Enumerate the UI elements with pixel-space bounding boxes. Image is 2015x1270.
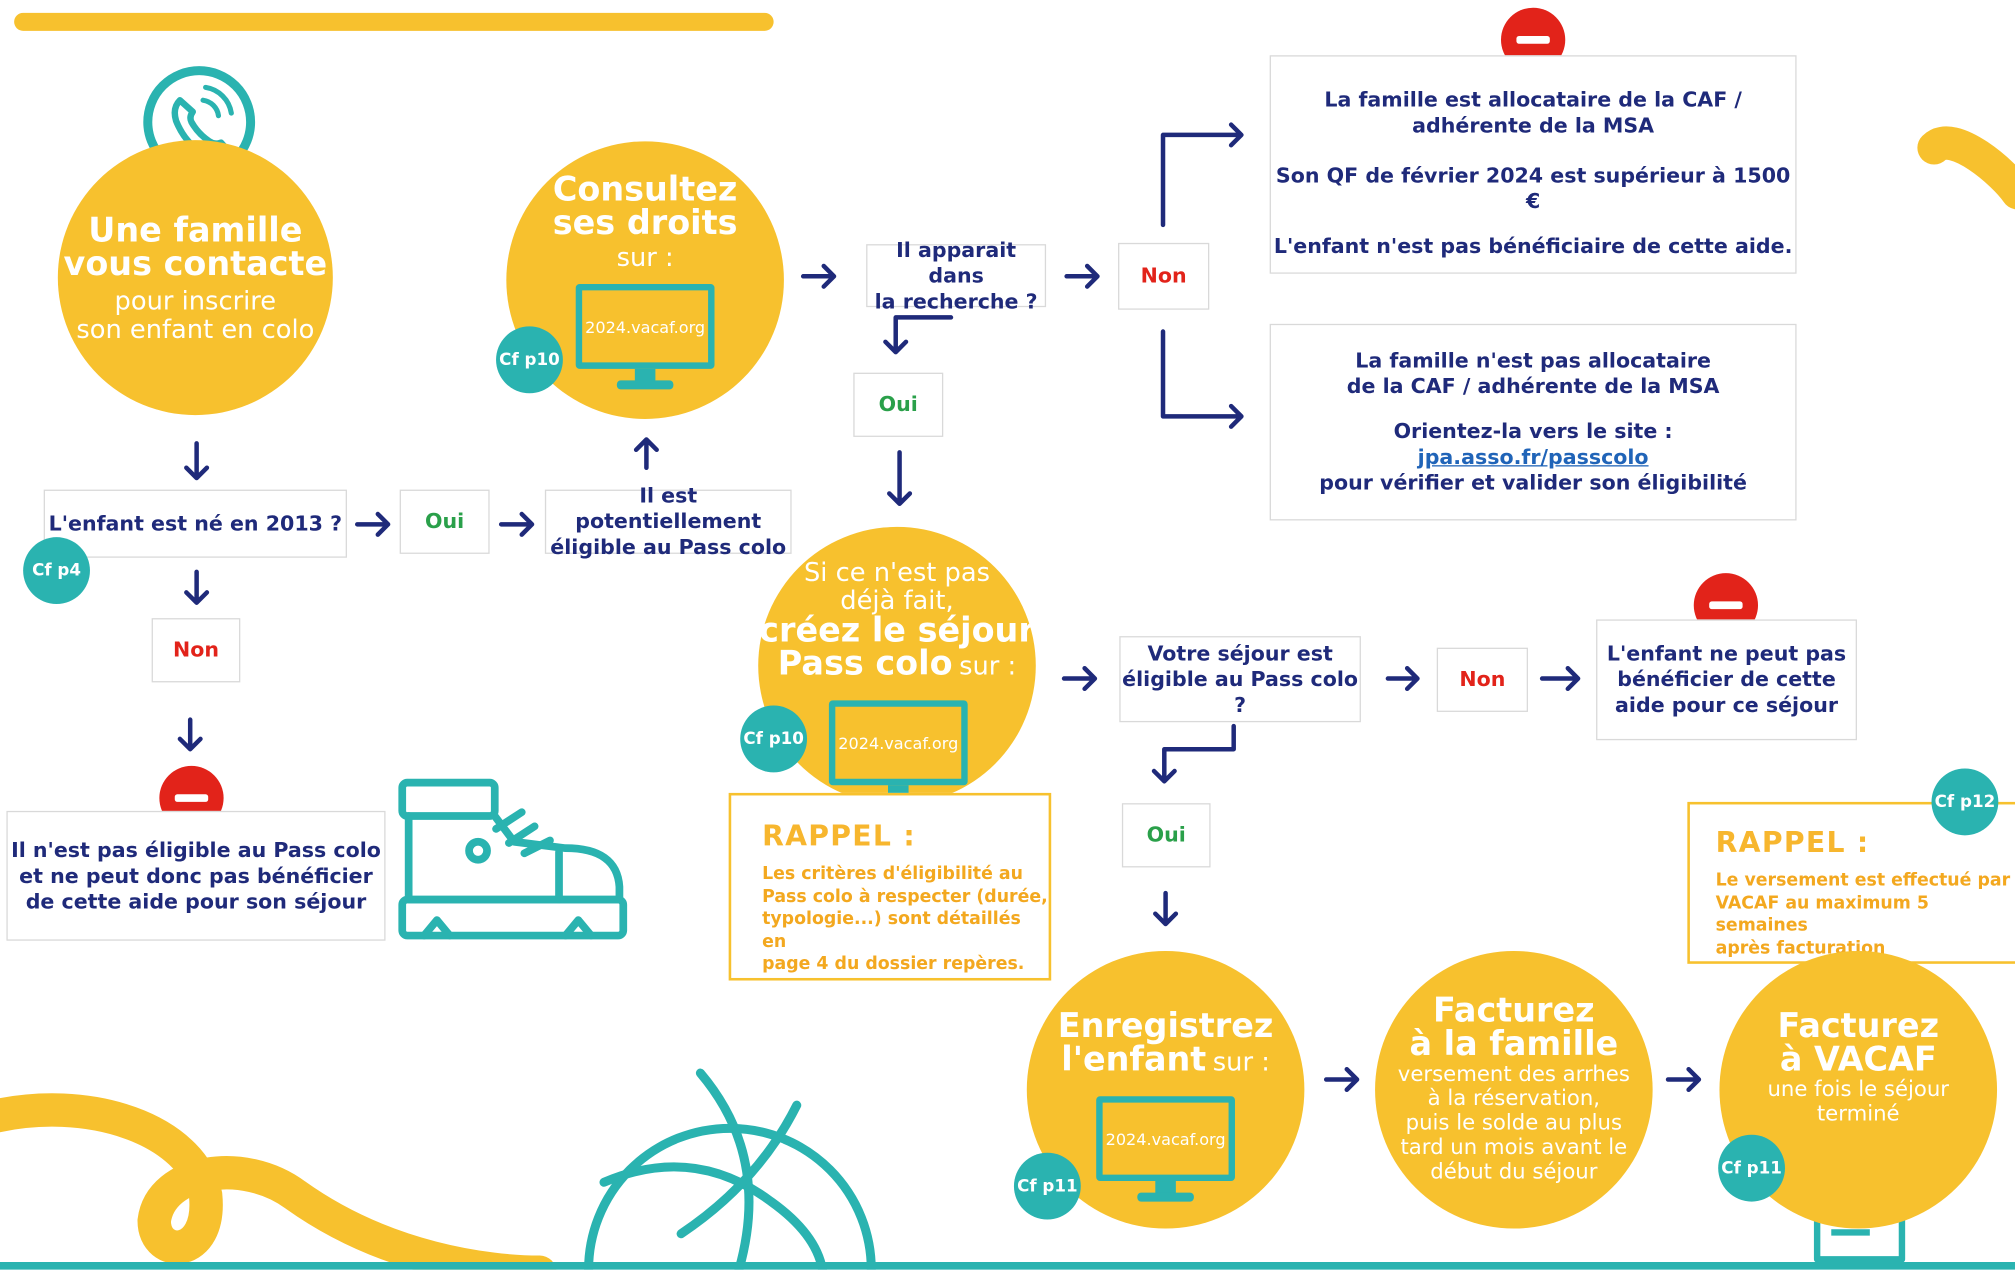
bill-family-sub-3: puis le solde au plus bbox=[1405, 1110, 1623, 1135]
caf-not-line1: La famille n'est pas allocataire bbox=[1355, 348, 1711, 373]
passcolo-link[interactable]: jpa.asso.fr/passcolo bbox=[1417, 444, 1649, 470]
not-eligible-line3: de cette aide pour son séjour bbox=[25, 888, 367, 914]
cf-p10-badge-2: Cf p10 bbox=[740, 705, 808, 773]
caf-over-line2: adhérente de la MSA bbox=[1412, 113, 1655, 138]
register-title-2: l'enfant bbox=[1061, 1040, 1207, 1080]
question-born-2013: L'enfant est né en 2013 ? bbox=[43, 489, 347, 558]
bill-family-sub-1: versement des arrhes bbox=[1397, 1061, 1630, 1086]
rappel-criteria-title: RAPPEL : bbox=[762, 821, 916, 854]
bill-family-sub-4: tard un mois avant le bbox=[1400, 1134, 1628, 1160]
potentially-eligible-box: Il est potentiellement éligible au Pass … bbox=[544, 483, 792, 559]
question-appears: Il apparait dans la recherche ? bbox=[866, 237, 1047, 313]
register-url: 2024.vacaf.org bbox=[1096, 1096, 1235, 1182]
start-title-1: Une famille bbox=[88, 212, 303, 251]
caf-not-line4: pour vérifier et valider son éligibilité bbox=[1319, 470, 1747, 495]
cf-p11-badge-2: Cf p11 bbox=[1718, 1134, 1786, 1202]
not-eligible-line2: et ne peut donc pas bénéficier bbox=[19, 862, 373, 888]
born-non-label: Non bbox=[172, 637, 219, 662]
rappel-criteria-line3: typologie...) sont détaillés en bbox=[762, 908, 1021, 952]
bill-family-sub-5: début du séjour bbox=[1430, 1159, 1598, 1184]
caf-not-line3: Orientez-la vers le site : bbox=[1393, 418, 1673, 444]
rappel-criteria-line4: page 4 du dossier repères. bbox=[762, 953, 1025, 975]
create-sur: sur : bbox=[959, 650, 1017, 682]
caf-not-line2: de la CAF / adhérente de la MSA bbox=[1346, 373, 1720, 399]
rappel-payment-line2: VACAF au maximum 5 semaines bbox=[1715, 892, 1929, 936]
bill-family-title-1: Facturez bbox=[1433, 992, 1595, 1031]
stay-non-box: Non bbox=[1436, 647, 1528, 712]
monitor-icon: 2024.vacaf.org bbox=[575, 284, 715, 395]
stay-line1: Votre séjour est bbox=[1147, 640, 1333, 666]
register-sur: sur : bbox=[1212, 1046, 1270, 1077]
not-eligible-line1: Il n'est pas éligible au Pass colo bbox=[11, 837, 381, 862]
caf-over-line4: L'enfant n'est pas bénéficiaire de cette… bbox=[1273, 233, 1793, 259]
stay-oui-box: Oui bbox=[1121, 803, 1211, 868]
appears-non-label: Non bbox=[1140, 263, 1187, 288]
bill-vacaf-sub-2: terminé bbox=[1816, 1101, 1900, 1126]
bill-vacaf-title-2: à VACAF bbox=[1779, 1040, 1937, 1080]
appears-line2: la recherche ? bbox=[874, 288, 1038, 313]
start-sub-2: son enfant en colo bbox=[76, 313, 315, 345]
start-title-2: vous contacte bbox=[63, 245, 328, 285]
appears-line1: Il apparait dans bbox=[896, 237, 1017, 288]
monitor-icon: 2024.vacaf.org bbox=[1096, 1096, 1235, 1207]
cannot-line2: bénéficier de cette bbox=[1617, 666, 1836, 692]
rappel-payment-title: RAPPEL : bbox=[1715, 827, 1870, 860]
cannot-line1: L'enfant ne peut pas bbox=[1606, 641, 1847, 666]
consult-title-2: ses droits bbox=[552, 204, 738, 243]
born-oui-box: Oui bbox=[399, 489, 490, 554]
cf-p11-badge-1: Cf p11 bbox=[1013, 1152, 1081, 1220]
right-yellow-swoosh bbox=[1917, 126, 2015, 210]
appears-oui-label: Oui bbox=[878, 391, 918, 417]
born-oui-label: Oui bbox=[425, 508, 465, 534]
bill-vacaf-title-1: Facturez bbox=[1777, 1007, 1940, 1047]
create-sub-1: Si ce n'est pas bbox=[803, 556, 991, 588]
boot-icon bbox=[398, 778, 628, 940]
bill-family-sub-2: à la réservation, bbox=[1427, 1085, 1601, 1111]
born-non-box: Non bbox=[151, 618, 241, 683]
create-title-1: créez le séjour bbox=[759, 611, 1035, 651]
start-sub-1: pour inscrire bbox=[114, 285, 277, 317]
create-url: 2024.vacaf.org bbox=[828, 700, 968, 786]
consult-url: 2024.vacaf.org bbox=[575, 284, 715, 369]
rappel-criteria: RAPPEL : Les critères d'éligibilité au P… bbox=[728, 792, 1052, 981]
create-title-2: Pass colo bbox=[777, 645, 953, 684]
stay-oui-label: Oui bbox=[1146, 822, 1186, 847]
appears-non-box: Non bbox=[1118, 242, 1210, 310]
appears-oui-box: Oui bbox=[853, 372, 944, 437]
beach-ball-icon bbox=[584, 1068, 876, 1270]
potentially-line2: éligible au Pass colo bbox=[550, 534, 787, 560]
question-born-2013-text: L'enfant est né en 2013 ? bbox=[48, 510, 343, 536]
bill-vacaf-sub-1: une fois le séjour bbox=[1767, 1076, 1950, 1102]
caf-over-box: La famille est allocataire de la CAF / a… bbox=[1269, 55, 1797, 274]
caf-over-line1: La famille est allocataire de la CAF / bbox=[1324, 87, 1742, 112]
cf-p12-badge: Cf p12 bbox=[1931, 768, 1999, 836]
bill-family-title-2: à la famille bbox=[1409, 1025, 1619, 1065]
rappel-payment-line1: Le versement est effectué par bbox=[1715, 870, 2011, 891]
cf-p4-badge: Cf p4 bbox=[23, 537, 90, 604]
connectors bbox=[177, 122, 1702, 1093]
caf-over-line3: Son QF de février 2024 est supérieur à 1… bbox=[1275, 163, 1791, 214]
rappel-criteria-line2: Pass colo à respecter (durée, bbox=[762, 886, 1048, 907]
rappel-criteria-line1: Les critères d'éligibilité au bbox=[762, 863, 1023, 885]
consult-title-1: Consultez bbox=[552, 170, 738, 210]
register-title-1: Enregistrez bbox=[1057, 1007, 1274, 1047]
not-eligible-box: Il n'est pas éligible au Pass colo et ne… bbox=[6, 810, 386, 941]
question-stay: Votre séjour est éligible au Pass colo ? bbox=[1119, 636, 1361, 723]
start-circle: Une famille vous contacte pour inscrire … bbox=[57, 140, 333, 416]
bottom-yellow-swoosh bbox=[0, 1093, 557, 1270]
potentially-line1: Il est potentiellement bbox=[575, 483, 762, 534]
bill-family-circle: Facturez à la famille versement des arrh… bbox=[1375, 950, 1653, 1229]
cf-p10-badge-1: Cf p10 bbox=[496, 326, 563, 394]
cannot-line3: aide pour ce séjour bbox=[1615, 692, 1839, 718]
stay-non-label: Non bbox=[1459, 666, 1506, 692]
stay-line2: éligible au Pass colo ? bbox=[1122, 666, 1359, 717]
caf-not-box: La famille n'est pas allocataire de la C… bbox=[1269, 323, 1797, 521]
cannot-box: L'enfant ne peut pas bénéficier de cette… bbox=[1596, 619, 1857, 741]
create-sub-2: déjà fait, bbox=[840, 584, 954, 616]
consult-sub: sur : bbox=[616, 241, 674, 273]
